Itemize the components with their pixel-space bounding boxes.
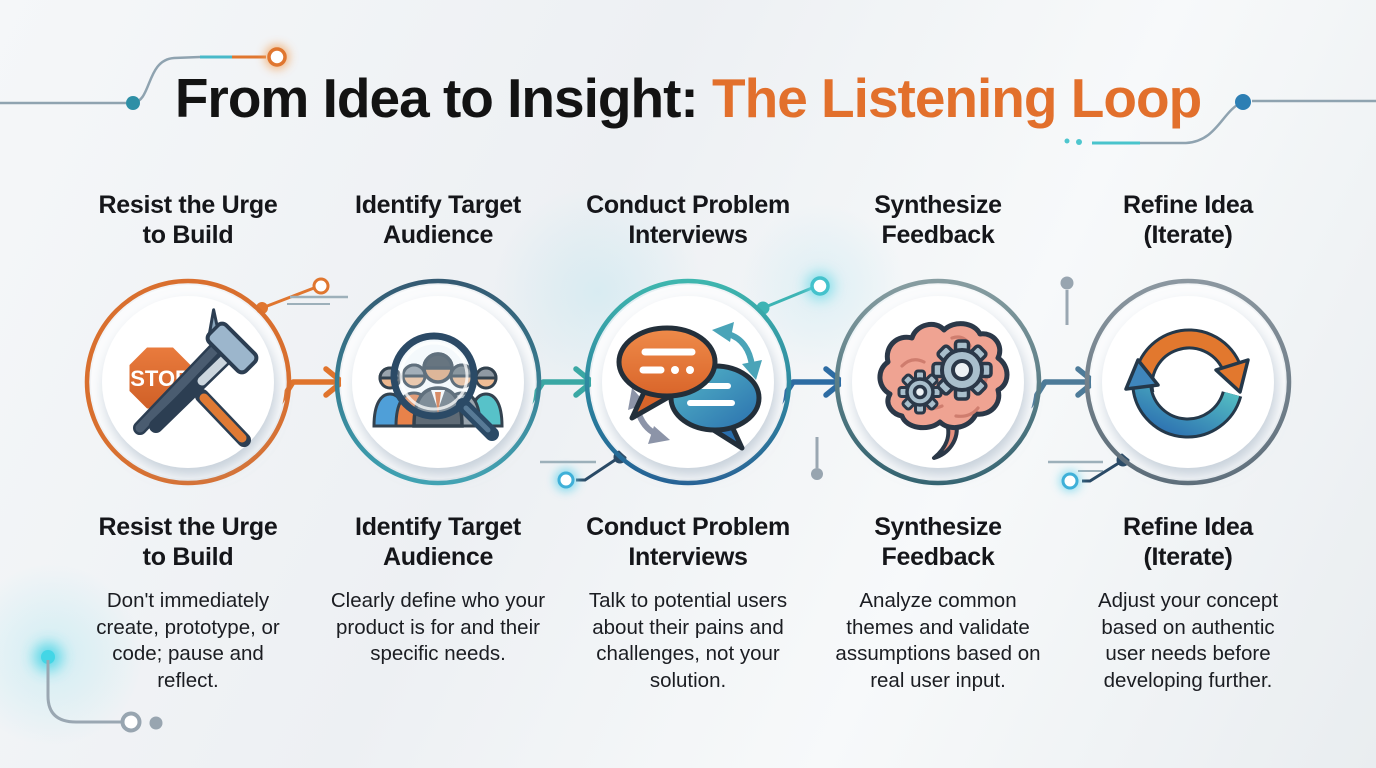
step-1-description: Don't immediately create, prototype, or … (96, 589, 280, 692)
speech-bubbles-icon (584, 278, 792, 486)
step-2-node (332, 276, 544, 488)
audience-magnifier-icon (334, 278, 542, 486)
step-3-node (582, 276, 794, 488)
step-2-description: Clearly define who your product is for a… (330, 589, 546, 666)
process-flow: Resist the Urge to Build STOP (63, 190, 1313, 695)
step-4-node (832, 276, 1044, 488)
step-1-title-bottom: Resist the Urge to Build (98, 513, 278, 571)
step-5-column: Refine Idea (Iterate) (1063, 190, 1313, 695)
page-title-highlight: The Listening Loop (712, 67, 1202, 129)
step-1-column: Resist the Urge to Build STOP (63, 190, 313, 695)
step-1-title-top: Resist the Urge to Build (98, 191, 278, 249)
step-5-node (1082, 276, 1294, 488)
step-1-node: STOP (82, 276, 294, 488)
step-4-title-bottom: Synthesize Feedback (874, 513, 1002, 571)
stop-hammer-icon: STOP (84, 278, 292, 486)
brain-gears-icon (834, 278, 1042, 486)
step-3-title-top: Conduct Problem Interviews (586, 191, 790, 249)
step-3-title-bottom: Conduct Problem Interviews (586, 513, 790, 571)
step-5-title-top: Refine Idea (Iterate) (1122, 191, 1254, 249)
step-2-title-top: Identify Target Audience (355, 191, 521, 249)
step-3-column: Conduct Problem Interviews (563, 190, 813, 695)
step-4-column: Synthesize Feedback (813, 190, 1063, 695)
page-title-prefix: From Idea to Insight: (174, 67, 712, 129)
step-2-title-bottom: Identify Target Audience (355, 513, 521, 571)
step-2-column: Identify Target Audience (313, 190, 563, 695)
step-5-description: Adjust your concept based on authentic u… (1097, 589, 1279, 692)
step-5-title-bottom: Refine Idea (Iterate) (1122, 513, 1254, 571)
step-4-title-top: Synthesize Feedback (874, 191, 1002, 249)
page-title: From Idea to Insight: The Listening Loop (0, 66, 1376, 130)
iterate-cycle-icon (1084, 278, 1292, 486)
step-4-description: Analyze common themes and validate assum… (835, 589, 1041, 692)
step-3-description: Talk to potential users about their pain… (588, 589, 788, 692)
